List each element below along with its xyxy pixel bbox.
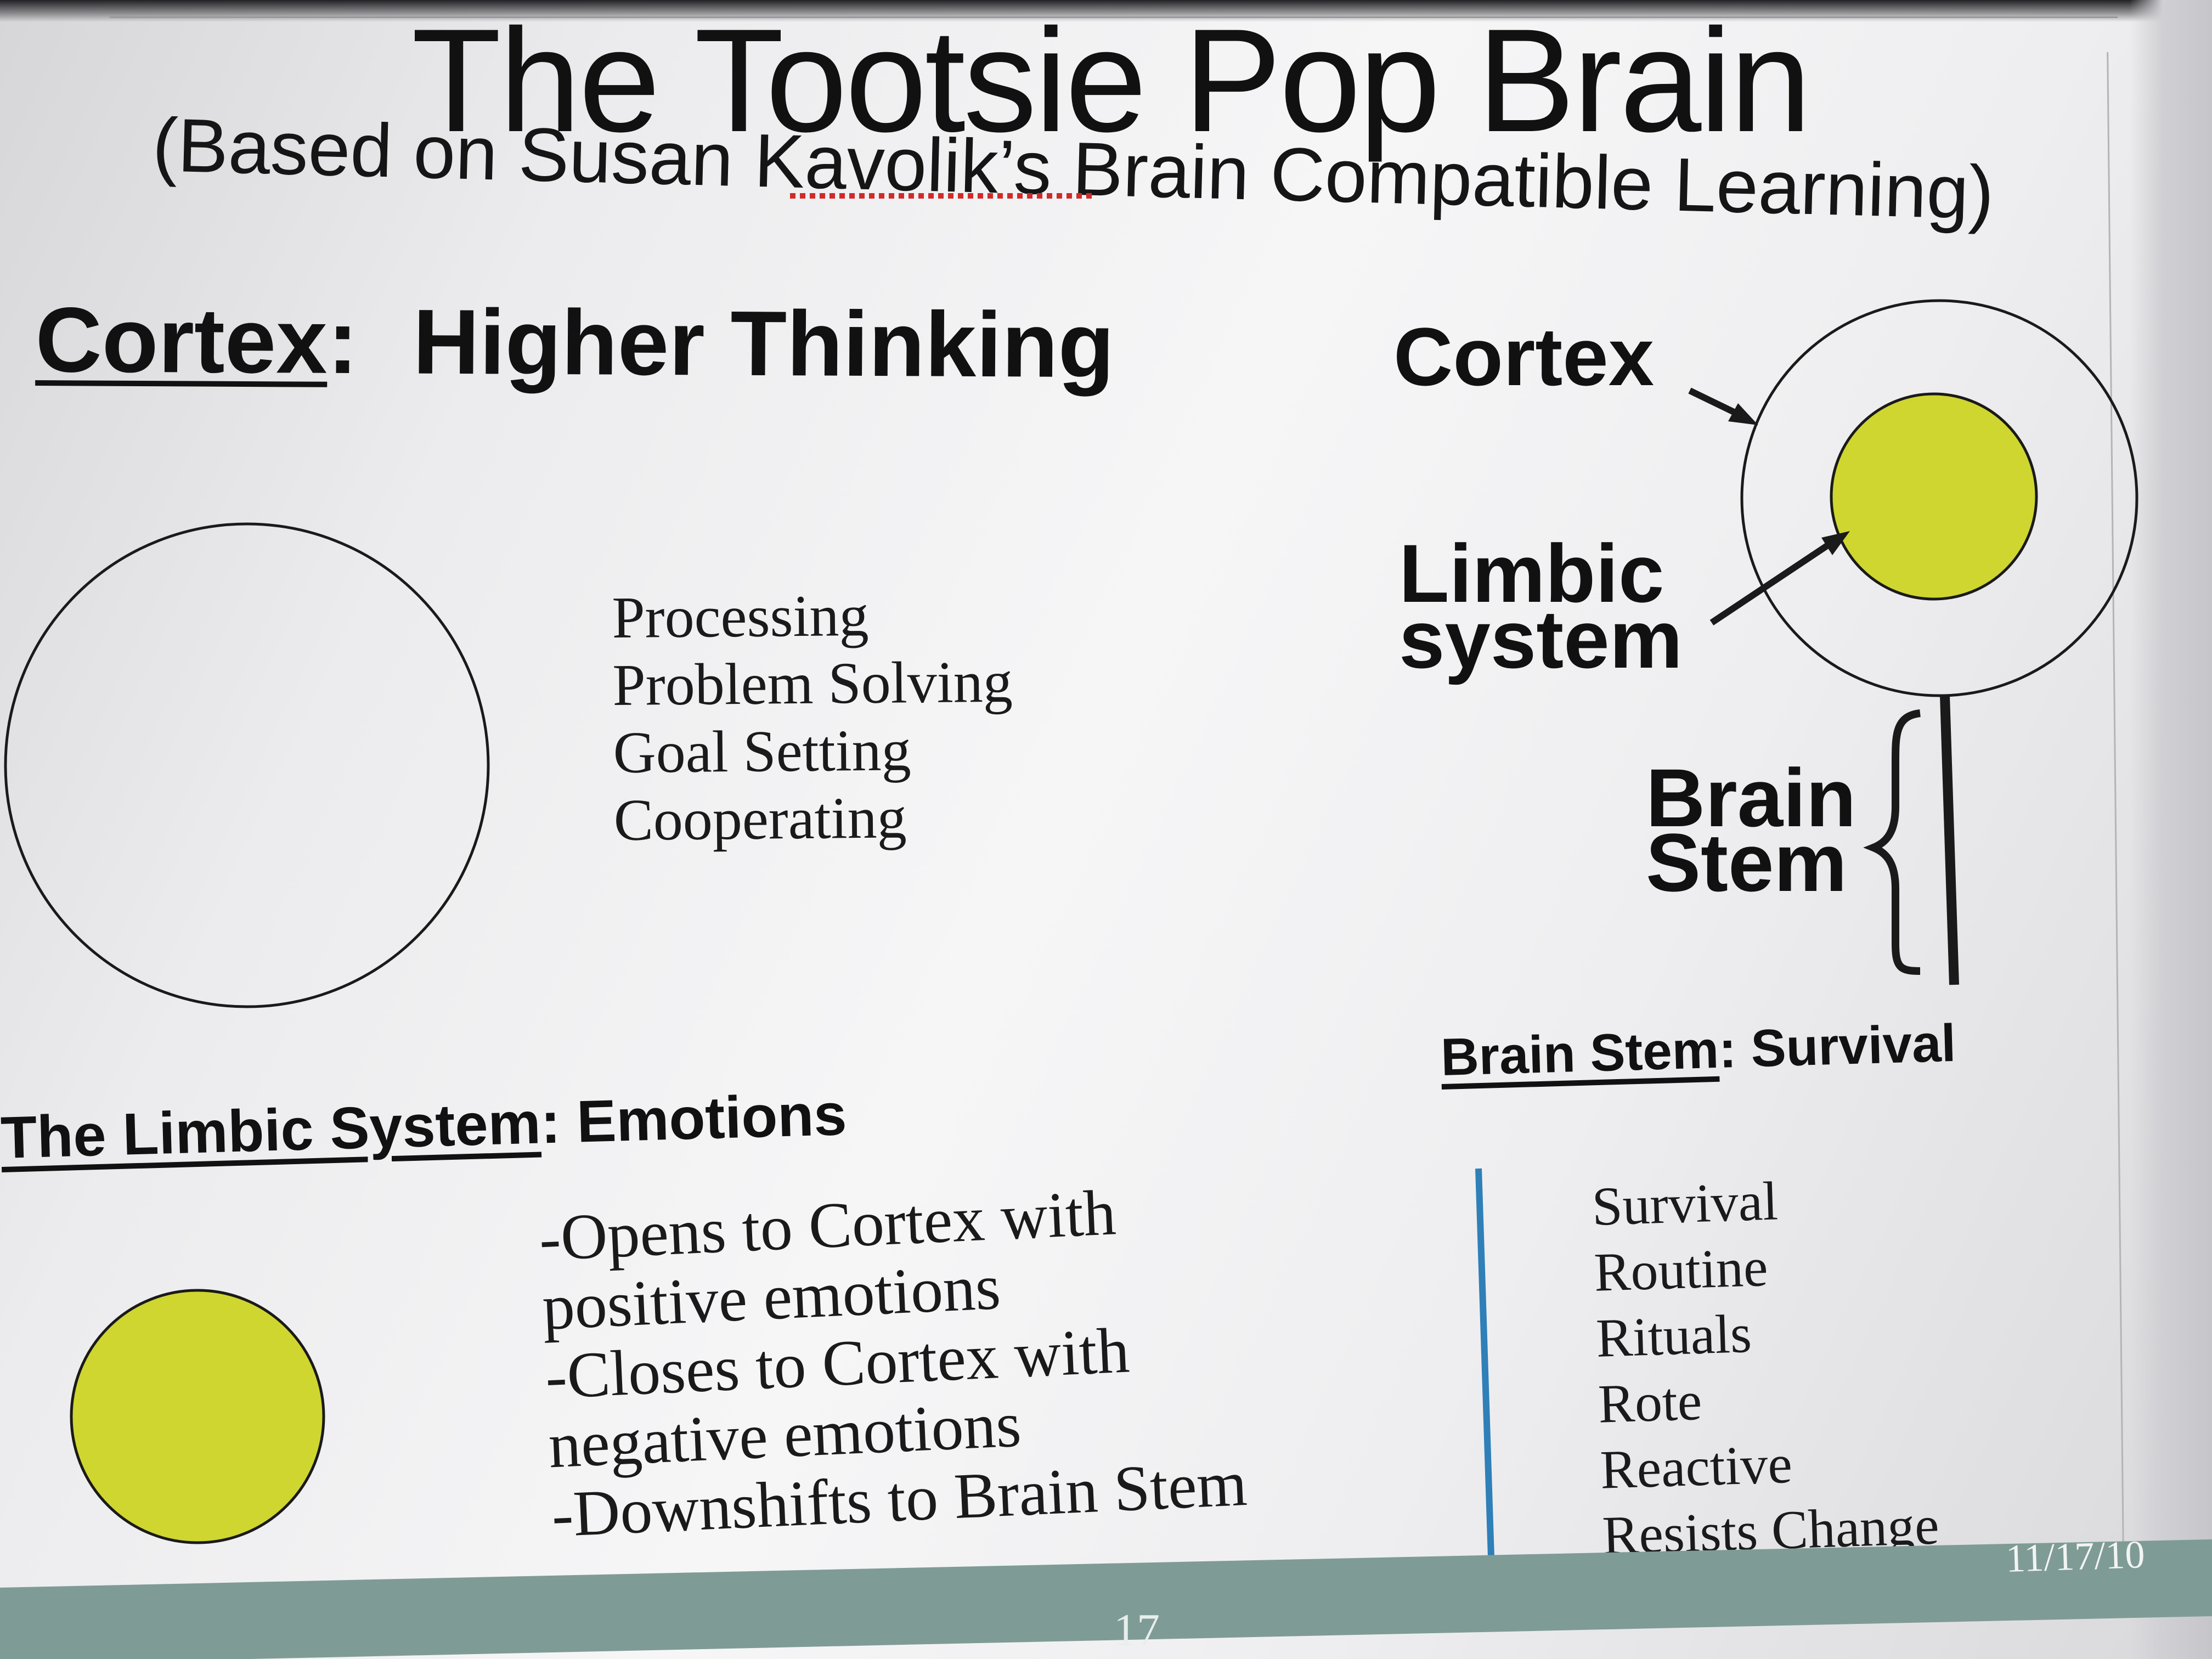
- list-item: Rote: [1597, 1370, 1703, 1435]
- list-item: Survival: [1591, 1170, 1779, 1237]
- screen-right-edge: [2130, 0, 2212, 1659]
- brainstem-heading-desc: : Survival: [1718, 1013, 1957, 1079]
- limbic-circle: [70, 1289, 325, 1544]
- brainstem-divider: [1475, 1168, 1496, 1592]
- cortex-functions-list: Processing Problem Solving Goal Setting …: [612, 581, 1014, 854]
- diagram-label-brainstem: Brain Stem: [1646, 752, 1857, 909]
- list-item: Cooperating: [613, 785, 907, 853]
- cortex-arrow-shaft: [1688, 387, 1743, 419]
- limbic-arrow-shaft: [1709, 543, 1829, 625]
- list-item: Rituals: [1595, 1302, 1753, 1369]
- list-item: Goal Setting: [613, 718, 912, 786]
- cortex-arrow-head: [1728, 403, 1758, 425]
- lollipop-limbic-core: [1830, 392, 2038, 601]
- lollipop-cortex-circle: [1740, 299, 2138, 697]
- cortex-heading: Cortex: Higher Thinking: [35, 288, 1115, 397]
- lollipop-stick: [1940, 695, 1959, 985]
- brainstem-heading: Brain Stem: Survival: [1440, 1013, 1957, 1087]
- list-item: Processing: [612, 583, 870, 651]
- cortex-heading-separator: :: [327, 289, 359, 393]
- spellcheck-underline: [790, 193, 1094, 199]
- slide-title: The Tootsie Pop Brain: [411, 0, 1812, 162]
- list-item: Routine: [1593, 1236, 1769, 1303]
- brainstem-functions-list: Survival Routine Rituals Rote Reactive R…: [1591, 1164, 1940, 1569]
- cortex-circle: [4, 522, 490, 1008]
- diagram-label-limbic: Limbic system: [1399, 527, 1683, 685]
- list-item: Reactive: [1599, 1433, 1793, 1500]
- page-number: 17: [1114, 1605, 1160, 1656]
- diagram-label-cortex: Cortex: [1393, 311, 1655, 403]
- list-item: Problem Solving: [612, 649, 1013, 718]
- cortex-heading-term: Cortex: [35, 288, 328, 393]
- limbic-arrow-head: [1821, 531, 1850, 555]
- limbic-functions-list: -Opens to Cortex with positive emotions …: [538, 1172, 1249, 1550]
- slide-frame-top: [110, 16, 2118, 18]
- brainstem-heading-term: Brain Stem: [1440, 1020, 1720, 1087]
- screen-top-edge: [0, 0, 2212, 22]
- slide-date: 11/17/10: [2005, 1532, 2146, 1581]
- brainstem-brace: [1863, 709, 1921, 975]
- cortex-heading-desc: Higher Thinking: [413, 290, 1115, 397]
- limbic-heading-desc: : Emotions: [539, 1080, 848, 1156]
